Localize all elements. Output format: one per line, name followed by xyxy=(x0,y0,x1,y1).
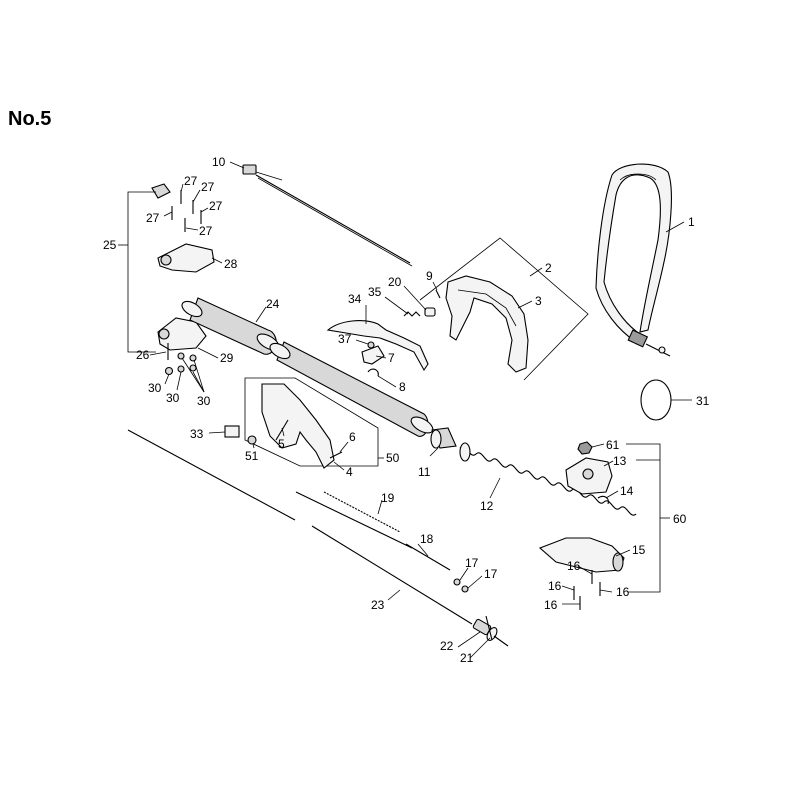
callout-16-c: 16 xyxy=(616,585,630,599)
part-17-washer-a xyxy=(453,578,461,586)
part-5-screw xyxy=(275,419,289,441)
callout-3: 3 xyxy=(535,294,542,308)
part-51-nut xyxy=(247,435,257,445)
part-handle-half xyxy=(261,383,335,469)
callout-17-a: 17 xyxy=(465,556,479,570)
part-29-lower-clamp xyxy=(157,317,207,351)
part-15-gear-housing xyxy=(538,537,625,573)
callout-30-c: 30 xyxy=(197,394,211,408)
callout-26: 26 xyxy=(136,348,150,362)
part-23-drive-shaft xyxy=(311,525,473,625)
callout-27-e: 27 xyxy=(199,224,213,238)
callout-31: 31 xyxy=(696,394,710,408)
callout-18: 18 xyxy=(420,532,434,546)
part-30-nuts xyxy=(164,352,197,376)
part-7-lockout xyxy=(361,345,385,365)
callout-20: 20 xyxy=(388,275,402,289)
part-16-bolts xyxy=(573,570,601,610)
part-8-spring xyxy=(367,368,379,377)
part-12-spring xyxy=(459,446,637,516)
part-14-clip xyxy=(597,495,609,505)
callout-37: 37 xyxy=(338,332,352,346)
part-6-screw xyxy=(329,451,343,459)
callout-5: 5 xyxy=(278,437,285,451)
callout-30-a: 30 xyxy=(148,381,162,395)
callout-12: 12 xyxy=(480,499,494,513)
callout-15: 15 xyxy=(632,543,646,557)
callout-25: 25 xyxy=(103,238,117,252)
callout-27-a: 27 xyxy=(184,174,198,188)
part-33-label-plate xyxy=(224,425,240,438)
callout-28: 28 xyxy=(224,257,238,271)
callout-30-b: 30 xyxy=(166,391,180,405)
callout-labels: 1 2 3 4 5 6 7 8 9 10 11 12 13 14 15 16 1… xyxy=(103,155,710,665)
callout-27-c: 27 xyxy=(209,199,223,213)
part-1-shoulder-strap xyxy=(595,163,672,357)
part-11-collar xyxy=(430,427,457,449)
callout-19: 19 xyxy=(381,491,395,505)
callout-33: 33 xyxy=(190,427,204,441)
callout-24: 24 xyxy=(266,297,280,311)
part-drive-shaft-upper xyxy=(127,429,296,521)
part-31-o-ring xyxy=(640,379,672,421)
part-17-washer-b xyxy=(461,585,469,593)
callout-14: 14 xyxy=(620,484,634,498)
callout-2: 2 xyxy=(545,261,552,275)
callout-60: 60 xyxy=(673,512,687,526)
callout-4: 4 xyxy=(346,465,353,479)
part-25-cap xyxy=(151,183,171,199)
callout-51: 51 xyxy=(245,449,259,463)
callout-13: 13 xyxy=(613,454,627,468)
part-28-upper-clamp xyxy=(157,243,215,273)
callout-29: 29 xyxy=(220,351,234,365)
callout-1: 1 xyxy=(688,215,695,229)
callout-6: 6 xyxy=(349,430,356,444)
callout-21: 21 xyxy=(460,651,474,665)
callout-8: 8 xyxy=(399,380,406,394)
part-19-drive-spring xyxy=(323,491,401,533)
callout-11: 11 xyxy=(418,465,431,479)
callout-27-b: 27 xyxy=(201,180,215,194)
part-20-roller xyxy=(424,307,436,317)
part-18-cable xyxy=(405,543,451,571)
callout-16-d: 16 xyxy=(544,598,558,612)
part-10-throttle-cable xyxy=(242,164,413,267)
part-main-grip-tube xyxy=(269,341,434,437)
part-21-22-shaft-end xyxy=(472,615,509,647)
part-61-nut xyxy=(577,441,593,455)
callout-22: 22 xyxy=(440,639,454,653)
leader-lines xyxy=(118,161,692,659)
part-3-handle-half xyxy=(445,275,529,373)
part-27-bolts xyxy=(171,190,202,232)
callout-17-b: 17 xyxy=(484,567,498,581)
callout-9: 9 xyxy=(426,269,433,283)
callout-35: 35 xyxy=(368,285,382,299)
part-34-throttle-lever xyxy=(326,320,429,372)
part-drive-rod xyxy=(295,491,413,549)
callout-7: 7 xyxy=(388,351,395,365)
callout-16-b: 16 xyxy=(548,579,562,593)
diagram-title: No.5 xyxy=(8,108,52,130)
callout-23: 23 xyxy=(371,598,385,612)
callout-34: 34 xyxy=(348,292,362,306)
part-37-washer xyxy=(367,341,375,349)
part-9-pin xyxy=(435,289,441,299)
callout-10: 10 xyxy=(212,155,226,169)
callout-16-a: 16 xyxy=(567,559,581,573)
part-50-outline xyxy=(244,377,379,467)
callout-61: 61 xyxy=(606,438,620,452)
callout-27-d: 27 xyxy=(146,211,160,225)
callout-50: 50 xyxy=(386,451,400,465)
